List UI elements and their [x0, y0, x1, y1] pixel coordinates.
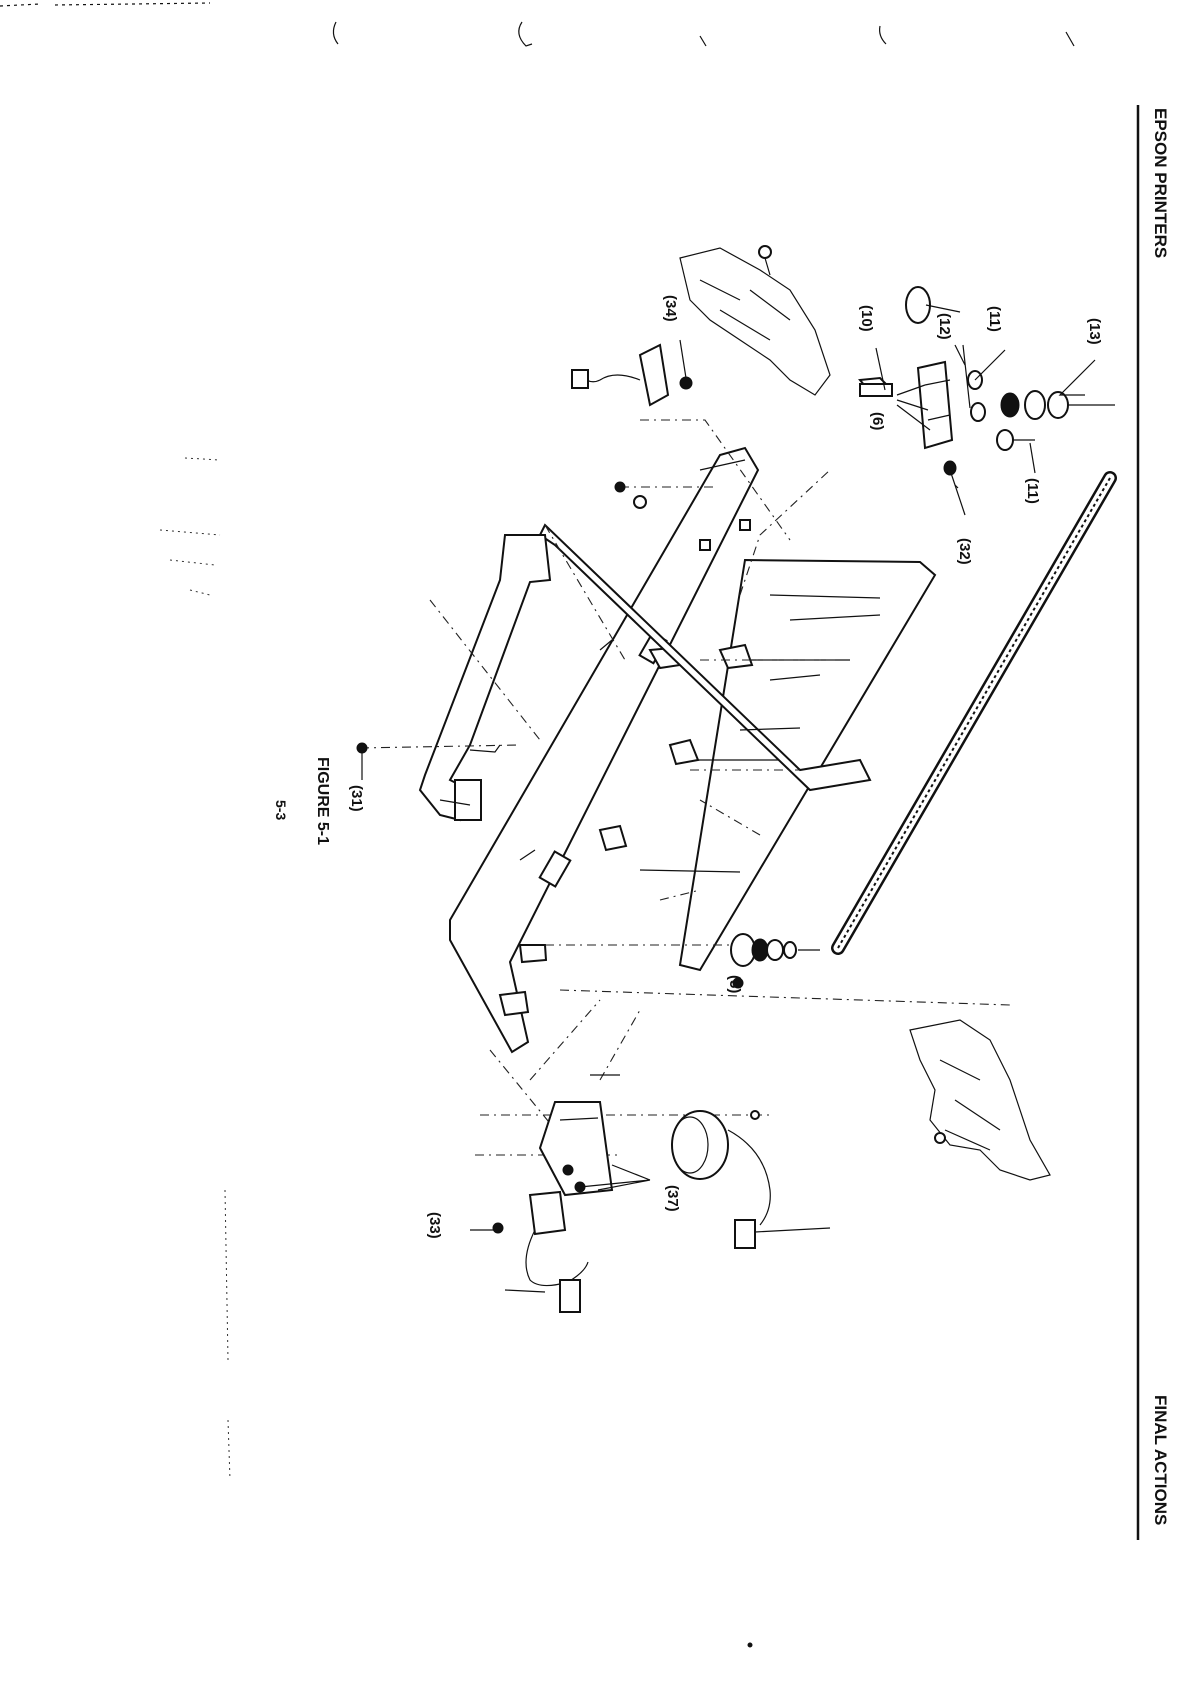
figure-caption-group: FIGURE 5-1	[314, 757, 331, 845]
header-left-group: EPSON PRINTERS	[1151, 108, 1170, 258]
callout-33-group: (33)	[426, 1212, 443, 1239]
callout-11a-group: (11)	[986, 306, 1003, 332]
callout-11-upper: (11)	[986, 306, 1003, 332]
callout-5: (5)	[726, 975, 743, 993]
right-frame-fragment	[910, 1020, 1050, 1180]
callout-32: (32)	[956, 538, 973, 565]
header-left-title: EPSON PRINTERS	[1151, 108, 1170, 258]
sensor-assembly-34	[572, 345, 692, 405]
callout-10-group: (10)	[858, 305, 875, 332]
callout-34-group: (34)	[662, 295, 679, 322]
header-right-group: FINAL ACTIONS	[1151, 1395, 1170, 1525]
callout-11b-group: (11)	[1024, 478, 1041, 504]
callout-12: (12)	[936, 313, 953, 340]
callout-31-group: (31)	[348, 785, 365, 812]
page-number-group: 5-3	[273, 800, 289, 820]
motor-assembly-37	[530, 1102, 830, 1248]
page-number: 5-3	[273, 800, 289, 820]
idler-pulley-5	[731, 934, 820, 988]
callout-6: (6)	[869, 412, 886, 430]
callout-11-lower: (11)	[1024, 478, 1041, 504]
callout-13-group: (13)	[1086, 318, 1103, 345]
callout-12-group: (12)	[936, 313, 953, 340]
header-right-title: FINAL ACTIONS	[1151, 1395, 1170, 1525]
callout-37-group: (37)	[664, 1185, 681, 1212]
drive-belt	[838, 478, 1110, 948]
callout-10: (10)	[858, 305, 875, 332]
callout-13: (13)	[1086, 318, 1103, 345]
ribbon-cable	[420, 535, 550, 820]
callout-37: (37)	[664, 1185, 681, 1212]
callout-6-group: (6)	[869, 412, 886, 430]
figure-caption: FIGURE 5-1	[314, 757, 331, 845]
callout-32-group: (32)	[956, 538, 973, 565]
connector-cable-33	[493, 1223, 588, 1312]
callout-5-group: (5)	[726, 975, 743, 993]
callout-34: (34)	[662, 295, 679, 322]
left-frame-fragment	[680, 246, 830, 395]
callout-31: (31)	[348, 785, 365, 812]
callout-33: (33)	[426, 1212, 443, 1239]
